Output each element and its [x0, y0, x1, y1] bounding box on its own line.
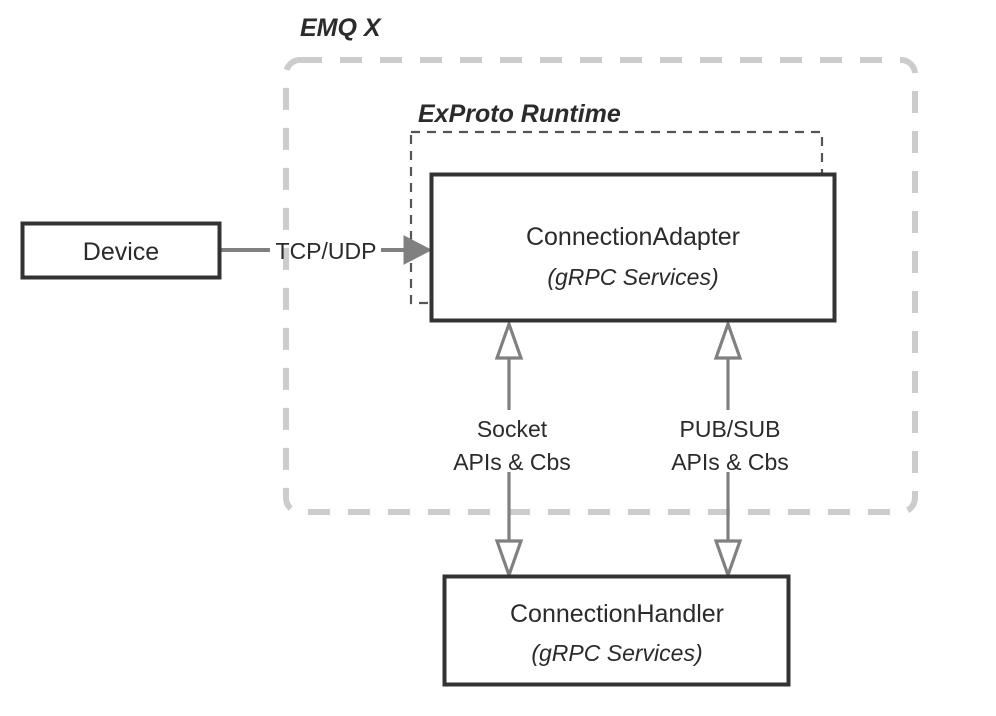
node-device[interactable]: Device — [20, 221, 222, 280]
edge-label-socket-line1: Socket — [477, 416, 548, 442]
arrowhead-filled-right-icon — [403, 235, 433, 265]
connection-handler-box[interactable] — [442, 574, 791, 687]
node-connection-adapter[interactable]: ConnectionAdapter (gRPC Services) — [429, 172, 837, 323]
exproto-container-title: ExProto Runtime — [418, 100, 621, 128]
edge-label-pubsub-line1: PUB/SUB — [680, 416, 781, 442]
connection-adapter-label: ConnectionAdapter — [526, 223, 740, 251]
emqx-container-title: EMQ X — [300, 14, 382, 42]
device-label: Device — [83, 238, 159, 266]
edge-label-socket-group: Socket APIs & Cbs — [446, 410, 572, 475]
edge-label-socket-line2: APIs & Cbs — [453, 449, 571, 475]
arrowhead-hollow-down-pubsub-icon — [713, 539, 743, 580]
connection-adapter-sublabel: (gRPC Services) — [547, 264, 718, 290]
edge-socket-apis-connector — [494, 319, 524, 580]
edge-pubsub-apis-connector — [713, 319, 743, 580]
edge-label-tcp-udp: TCP/UDP — [276, 238, 377, 264]
connection-handler-label: ConnectionHandler — [510, 600, 724, 628]
arrowhead-hollow-up-pubsub-icon — [713, 319, 743, 360]
socket-label-backdrop — [446, 410, 572, 472]
connection-handler-sublabel: (gRPC Services) — [531, 640, 702, 666]
device-box[interactable] — [20, 221, 222, 280]
edge-device-to-adapter — [221, 235, 433, 265]
arrowhead-hollow-up-socket-icon — [494, 319, 524, 360]
edge-label-pubsub-group: PUB/SUB APIs & Cbs — [664, 410, 796, 475]
arrowhead-hollow-down-socket-icon — [494, 539, 524, 580]
connection-adapter-box[interactable] — [429, 172, 837, 323]
pubsub-label-backdrop — [664, 410, 796, 472]
node-connection-handler[interactable]: ConnectionHandler (gRPC Services) — [442, 574, 791, 687]
emqx-container-boundary — [283, 57, 918, 515]
edge-label-pubsub-line2: APIs & Cbs — [671, 449, 789, 475]
